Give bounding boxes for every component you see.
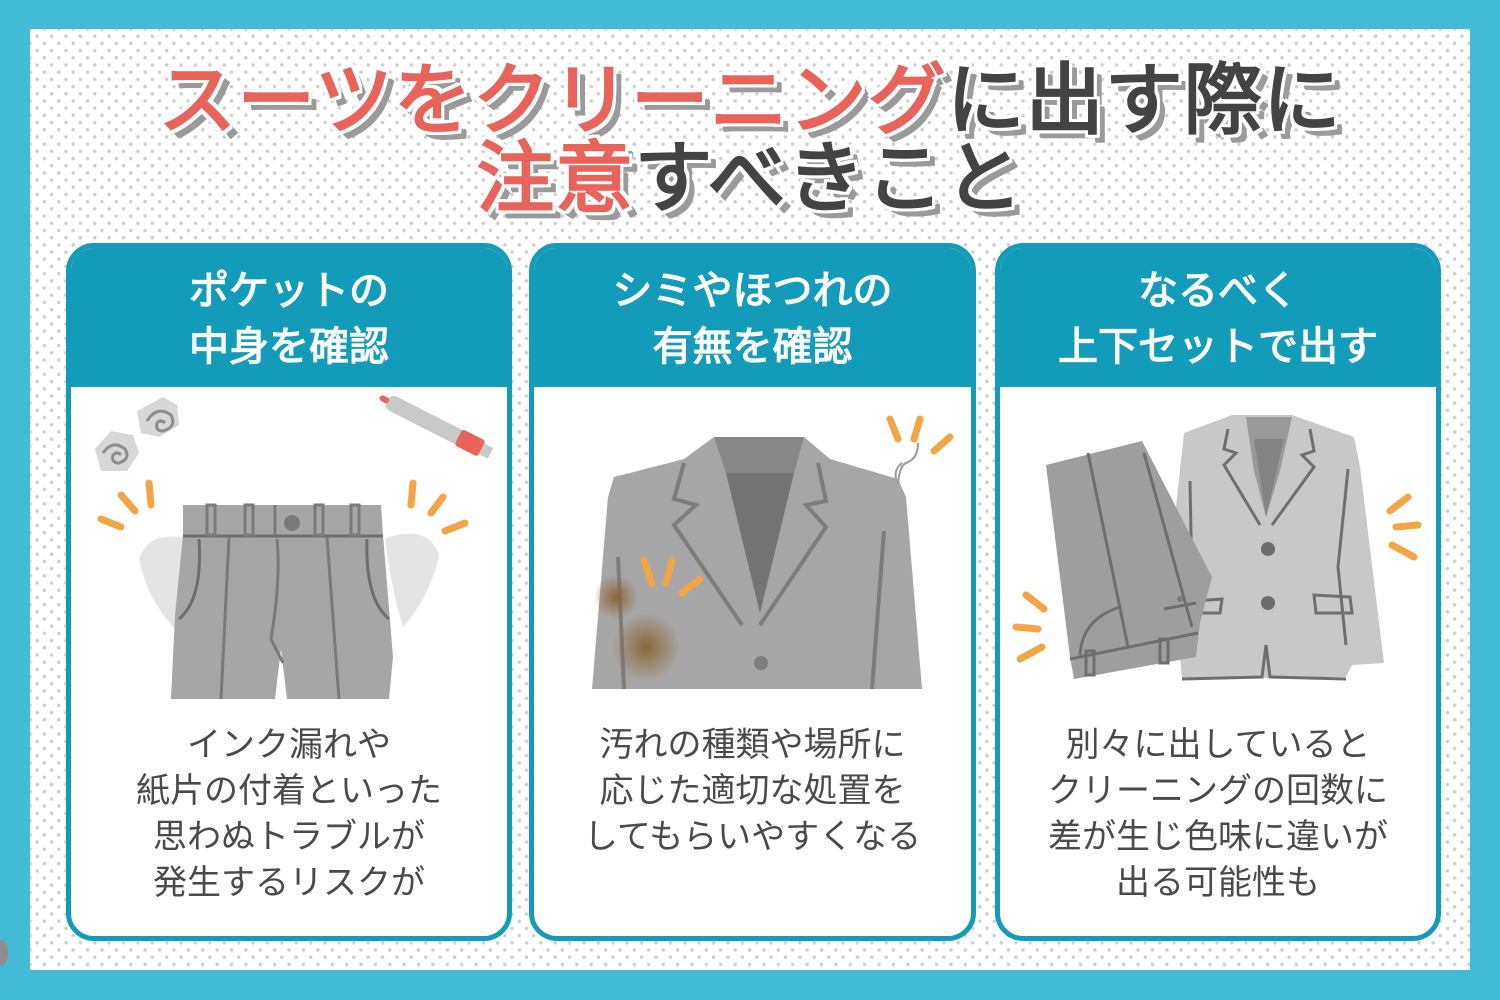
- card-body-line: インク漏れや: [187, 725, 391, 765]
- card-body: 汚れの種類や場所に 応じた適切な処置を してもらいやすくなる: [534, 717, 971, 860]
- card-body-line: 思わぬトラブルが: [153, 817, 425, 857]
- card-body: インク漏れや 紙片の付着といった 思わぬトラブルが 発生するリスクが: [71, 717, 507, 906]
- card-heading: なるべく 上下セットで出す: [1000, 248, 1436, 387]
- card-heading-line: 上下セットで出す: [1058, 323, 1378, 370]
- card-heading-line: なるべく: [1138, 267, 1298, 314]
- card-heading: ポケットの 中身を確認: [71, 248, 507, 387]
- suit-set-icon: [1000, 387, 1436, 717]
- title-segment: すべきこと: [634, 134, 1024, 224]
- tip-card-suit-set: なるべく 上下セットで出す: [995, 243, 1441, 941]
- card-body-line: 別々に出していると: [1065, 725, 1371, 765]
- tip-card-stains: シミやほつれの 有無を確認: [529, 243, 976, 941]
- title-segment: クリーニング: [472, 56, 947, 146]
- card-body-line: 汚れの種類や場所に: [599, 725, 906, 765]
- page-title-line-1: スーツをクリーニングに出す際に: [0, 62, 1500, 140]
- emphasis-lines-icon: [97, 479, 469, 535]
- page-title-line-2: 注意すべきこと: [0, 140, 1500, 218]
- trousers-with-empty-pockets-icon: [71, 387, 507, 717]
- card-body: 別々に出していると クリーニングの回数に 差が生じ色味に違いが 出る可能性も: [1000, 717, 1436, 906]
- title-segment: に出す際に: [946, 56, 1342, 146]
- title-segment: 注意: [476, 134, 635, 224]
- card-body-line: 差が生じ色味に違いが: [1048, 817, 1388, 857]
- decorative-blob: [0, 940, 8, 966]
- stained-jacket-icon: [534, 387, 971, 717]
- crumpled-paper-icon: [95, 397, 179, 471]
- card-heading: シミやほつれの 有無を確認: [534, 248, 971, 387]
- marker-pen-icon: [379, 395, 494, 459]
- card-heading-line: ポケットの: [189, 267, 389, 314]
- card-heading-line: 有無を確認: [652, 323, 853, 370]
- card-heading-line: シミやほつれの: [612, 267, 893, 314]
- card-body-line: クリーニングの回数に: [1048, 771, 1388, 811]
- card-heading-line: 中身を確認: [189, 323, 389, 370]
- card-body-line: 応じた適切な処置を: [599, 771, 906, 811]
- card-body-line: してもらいやすくなる: [583, 817, 922, 857]
- title-segment: スーツを: [158, 56, 473, 146]
- card-body-line: 出る可能性も: [1116, 863, 1320, 903]
- tip-card-pockets: ポケットの 中身を確認: [66, 243, 512, 941]
- card-body-line: 発生するリスクが: [153, 863, 425, 903]
- card-body-line: 紙片の付着といった: [136, 771, 442, 811]
